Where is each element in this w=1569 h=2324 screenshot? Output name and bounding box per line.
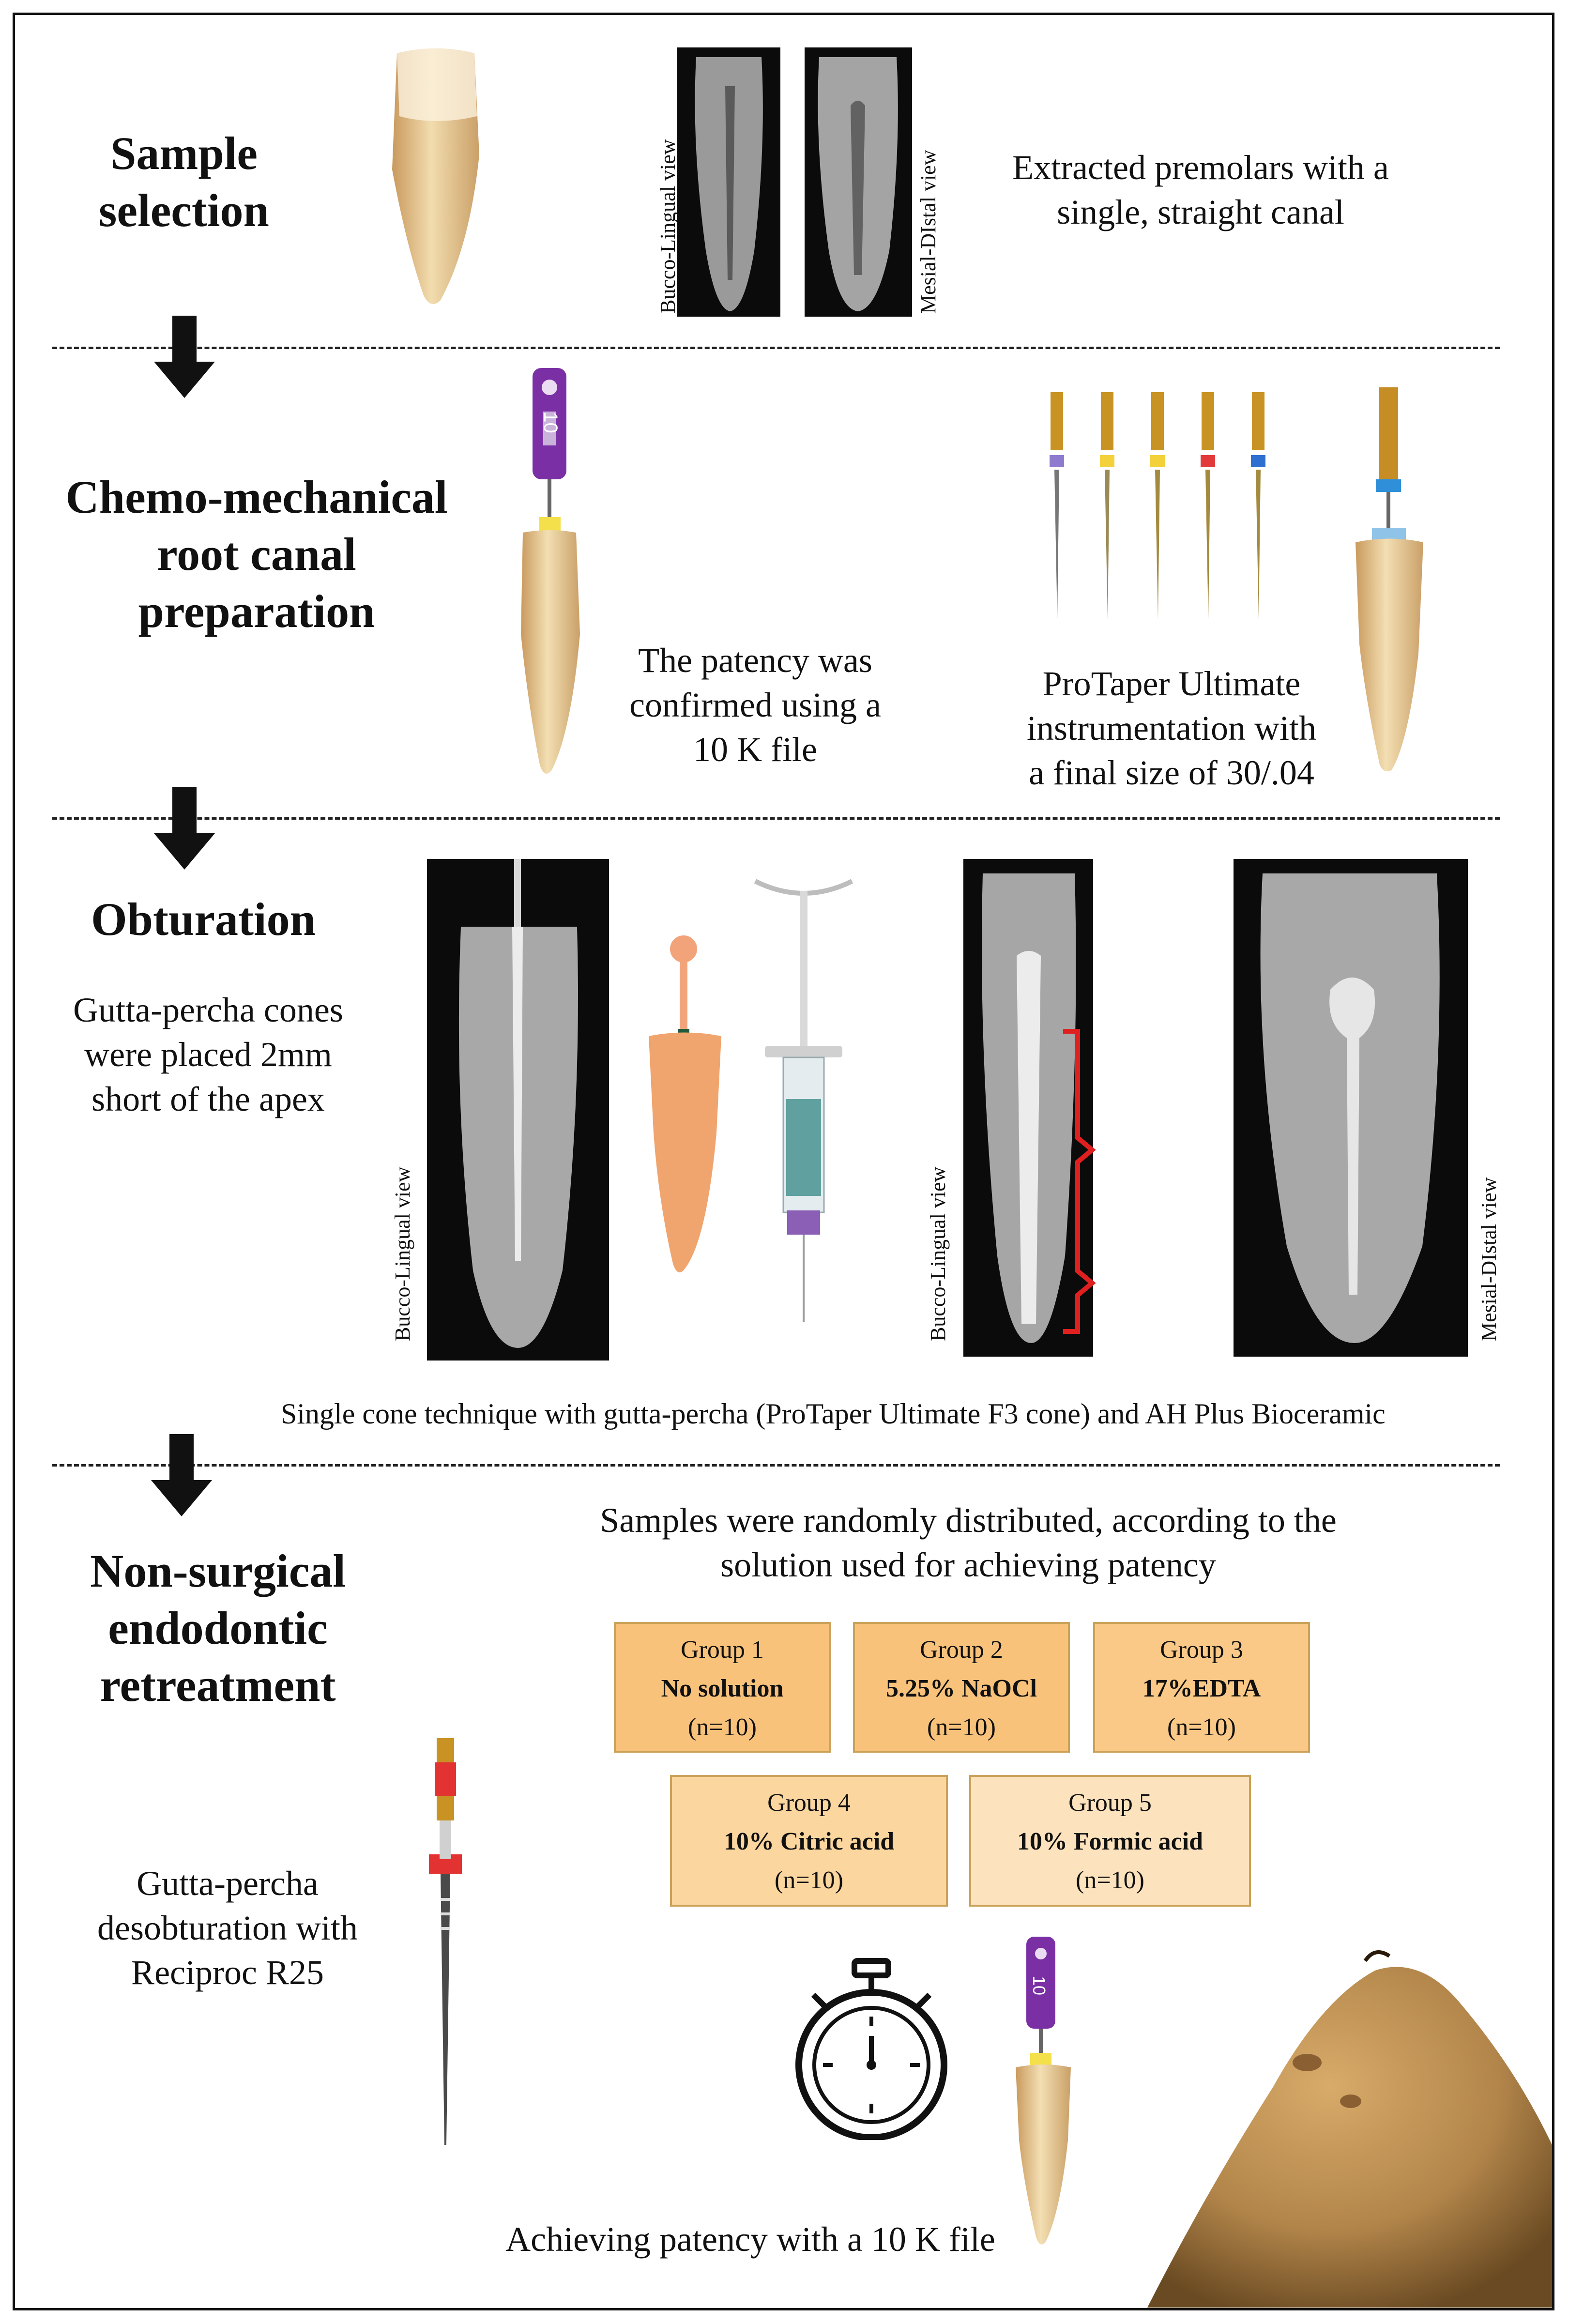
group-count: (n=10) xyxy=(1167,1713,1236,1741)
down-arrow-icon xyxy=(154,316,215,398)
gutta-percha-cone-tooth-photo xyxy=(649,935,721,1272)
group-name: Group 4 xyxy=(767,1789,851,1817)
title-line: Sample xyxy=(110,127,258,179)
group-box-5: Group 5 10% Formic acid (n=10) xyxy=(969,1775,1251,1907)
text-line: single, straight canal xyxy=(1057,193,1344,231)
obturation-caption: Single cone technique with gutta-percha … xyxy=(281,1398,1386,1430)
text-line: 10 K file xyxy=(693,730,817,769)
protaper-file-in-tooth-photo xyxy=(1356,387,1423,772)
group-count: (n=10) xyxy=(1076,1866,1144,1894)
text-line: Gutta-percha cones xyxy=(73,991,343,1029)
group-count: (n=10) xyxy=(927,1713,996,1741)
group-solution: 5.25% NaOCl xyxy=(886,1675,1037,1702)
randomization-description: Samples were randomly distributed, accor… xyxy=(552,1498,1385,1587)
xray-obturation-bucco-lingual-annotated xyxy=(963,859,1093,1357)
group-name: Group 2 xyxy=(920,1636,1003,1664)
sample-selection-title: Sample selection xyxy=(73,125,295,239)
text-line: short of the apex xyxy=(91,1080,325,1118)
group-box-2: Group 2 5.25% NaOCl (n=10) xyxy=(853,1622,1070,1753)
text-line: were placed 2mm xyxy=(84,1035,332,1074)
patency-description: The patency was confirmed using a 10 K f… xyxy=(600,638,910,772)
k-file-size-label: 10 xyxy=(1029,1975,1050,1996)
xray-bucco-lingual xyxy=(677,47,780,317)
label-bucco-lingual-view: Bucco-Lingual view xyxy=(656,139,680,314)
title-line: endodontic xyxy=(108,1602,328,1654)
section-divider xyxy=(52,1464,1500,1467)
group-solution: 10% Citric acid xyxy=(723,1828,895,1855)
text-line: Extracted premolars with a xyxy=(1012,148,1389,187)
text-line: Samples were randomly distributed, accor… xyxy=(600,1501,1337,1540)
group-name: Group 1 xyxy=(681,1636,764,1664)
text-line: desobturation with xyxy=(97,1909,358,1947)
k-file-in-tooth-photo-retreatment xyxy=(1016,1937,1071,2245)
text-line: ProTaper Ultimate xyxy=(1042,664,1301,703)
text-line: solution used for achieving patency xyxy=(720,1545,1216,1584)
gutta-percha-sealer-bracket xyxy=(1063,1029,1096,1334)
extracted-tooth-photo xyxy=(392,48,479,304)
text-line: confirmed using a xyxy=(629,686,881,724)
text-line: instrumentation with xyxy=(1027,709,1316,748)
text-line: a final size of 30/.04 xyxy=(1029,753,1314,792)
group-solution: No solution xyxy=(661,1675,784,1702)
retreatment-title: Non-surgical endodontic retreatment xyxy=(58,1543,378,1714)
sample-selection-description: Extracted premolars with a single, strai… xyxy=(973,145,1428,234)
title-line: Non-surgical xyxy=(90,1545,346,1597)
label-gutta-percha: Gutta-percha xyxy=(1108,1048,1140,1200)
text-line: Gutta-percha xyxy=(137,1864,319,1903)
desobturation-description: Gutta-percha desobturation with Reciproc… xyxy=(58,1861,397,1995)
title-line: preparation xyxy=(138,585,375,637)
group-box-1: Group 1 No solution (n=10) xyxy=(614,1622,831,1753)
group-box-4: Group 4 10% Citric acid (n=10) xyxy=(670,1775,948,1907)
label-sealer: Sealer xyxy=(1108,1265,1140,1337)
sealer-syringe-photo xyxy=(754,879,853,1322)
group-solution: 17%EDTA xyxy=(1142,1675,1261,1702)
xray-mesial-distal xyxy=(805,47,912,317)
protaper-files-photo xyxy=(1050,392,1265,620)
group-name: Group 3 xyxy=(1160,1636,1243,1664)
k-file-size-label: 10 xyxy=(539,412,561,433)
reciproc-file-photo xyxy=(429,1738,462,2145)
patency-caption: Achieving patency with a 10 K file xyxy=(505,2220,995,2259)
group-name: Group 5 xyxy=(1068,1789,1152,1817)
section-divider xyxy=(52,347,1500,349)
obturation-title: Obturation xyxy=(91,893,316,945)
label-bucco-lingual-view: Bucco-Lingual view xyxy=(391,1166,414,1341)
group-box-3: Group 3 17%EDTA (n=10) xyxy=(1093,1622,1310,1753)
label-mesial-distal-view: Mesial-DIstal view xyxy=(1477,1177,1501,1341)
tooth-apex-closeup-photo xyxy=(1147,1950,1552,2308)
title-line: selection xyxy=(99,184,269,236)
stopwatch-icon xyxy=(795,1958,947,2140)
down-arrow-icon xyxy=(154,787,215,870)
k-file-in-tooth-photo xyxy=(521,368,580,774)
protaper-description: ProTaper Ultimate instrumentation with a… xyxy=(997,661,1346,795)
group-solution: 10% Formic acid xyxy=(1017,1828,1203,1855)
title-line: root canal xyxy=(157,528,356,580)
obturation-description: Gutta-percha cones were placed 2mm short… xyxy=(48,988,368,1121)
text-line: The patency was xyxy=(638,641,872,680)
down-arrow-icon xyxy=(151,1434,212,1516)
figure-frame xyxy=(13,13,1554,2310)
preparation-title: Chemo-mechanical root canal preparation xyxy=(48,469,465,640)
group-count: (n=10) xyxy=(688,1713,757,1741)
label-bucco-lingual-view: Bucco-Lingual view xyxy=(926,1166,950,1341)
xray-obturation-mesial-distal xyxy=(1234,859,1468,1357)
group-count: (n=10) xyxy=(775,1866,843,1894)
text-line: Reciproc R25 xyxy=(131,1953,324,1992)
section-divider xyxy=(52,817,1500,820)
title-line: retreatment xyxy=(100,1659,336,1711)
xray-obturation-bucco-lingual xyxy=(427,859,609,1361)
label-mesial-distal-view: Mesial-DIstal view xyxy=(916,150,940,314)
title-line: Chemo-mechanical xyxy=(65,471,448,523)
